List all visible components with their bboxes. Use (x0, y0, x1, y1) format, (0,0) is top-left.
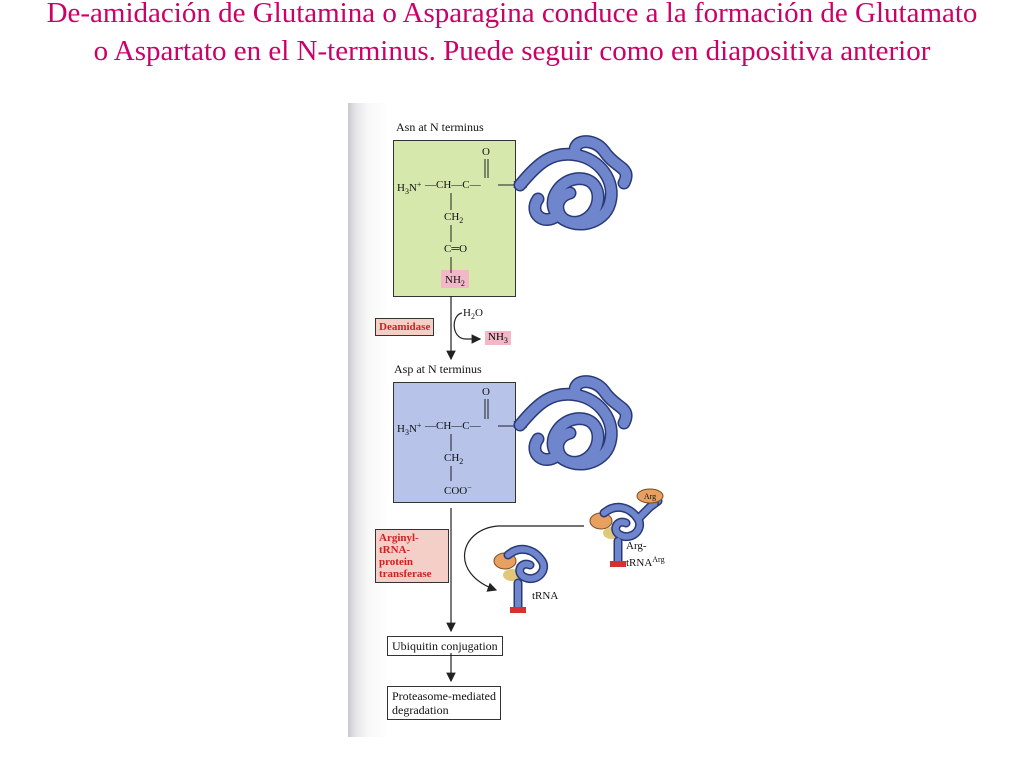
asp-bonds (450, 399, 514, 481)
n-end-rule-figure: Asn at N terminus H3N+ —CH—C— O CH2 C═O … (348, 103, 672, 737)
proteasome-degradation-box: Proteasome-mediated degradation (387, 686, 501, 720)
folded-protein-asp (513, 375, 633, 471)
asn-backbone: —CH—C— (425, 179, 481, 191)
asn-carbonyl-o: O (482, 146, 490, 158)
asn-nh2: NH2 (445, 274, 465, 288)
deamidase-label: Deamidase (375, 318, 435, 336)
transferase-label: Arginyl- tRNA- protein transferase (375, 529, 449, 583)
asn-bonds (450, 159, 514, 273)
arg-residue-label: Arg (644, 492, 656, 501)
asp-amine: H3N+ (397, 421, 422, 437)
folded-protein-asn (513, 135, 633, 231)
ubiquitin-conjugation-box: Ubiquitin conjugation (387, 636, 503, 656)
asp-label: Asp at N terminus (394, 362, 482, 376)
slide-title: De-amidación de Glutamina o Asparagina c… (46, 0, 978, 67)
arg-trna-icon: Arg (589, 488, 664, 567)
asp-ch2: CH2 (444, 452, 464, 466)
transferase-arrows (446, 508, 584, 683)
diagram-graphics: Arg (446, 135, 664, 683)
asn-c-eq-o: C═O (444, 243, 468, 255)
ammonia-label: NH3 (485, 331, 511, 345)
asp-structure-box (393, 382, 516, 503)
deamidation-arrow (446, 296, 482, 361)
asp-carbonyl-o: O (482, 386, 490, 398)
asp-carboxylate: COO− (444, 483, 472, 497)
nh2-highlight (441, 270, 469, 288)
trna-label: tRNA (532, 590, 559, 602)
asp-backbone: —CH—C— (425, 420, 481, 432)
arg-trna-label: Arg- tRNAArg (626, 540, 665, 569)
asn-ch2: CH2 (444, 211, 464, 225)
water-label: H2O (463, 307, 483, 321)
asn-amine: H3N+ (397, 180, 422, 196)
asn-label: Asn at N terminus (396, 120, 484, 134)
trna-icon (493, 544, 548, 613)
